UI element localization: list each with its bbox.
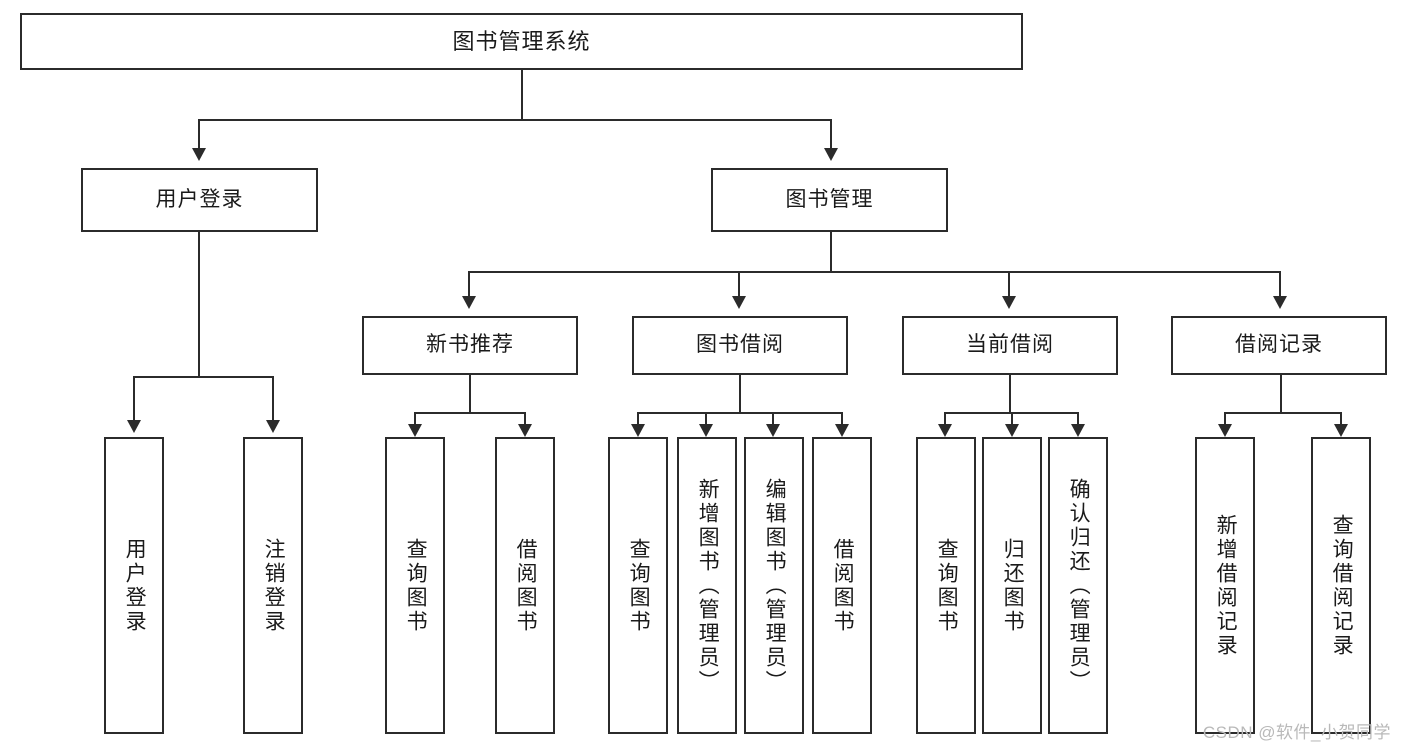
arrow-newbook-to-leaf1 [408, 424, 422, 437]
connector-bookmgmt-to-current [1008, 271, 1010, 297]
connector-root-to-login [198, 119, 200, 149]
connector-bookmgmt-to-borrow [738, 271, 740, 297]
arrow-bookborrow-to-leaf4 [835, 424, 849, 437]
leaf-borrow-borrow-book[interactable]: 借阅图书 [812, 437, 872, 734]
arrow-bookborrow-to-leaf1 [631, 424, 645, 437]
connector-currentborrow-to-leaf1 [944, 412, 946, 425]
leaf-record-query-record[interactable]: 查询借阅记录 [1311, 437, 1371, 734]
leaf-record-add-record[interactable]: 新增借阅记录 [1195, 437, 1255, 734]
arrow-currentborrow-to-leaf3 [1071, 424, 1085, 437]
node-label: 查询图书 [404, 537, 428, 634]
connector-borrowrecord-bus [1224, 412, 1341, 414]
node-label: 查询图书 [627, 537, 651, 634]
node-label: 当前借阅 [966, 333, 1054, 357]
connector-currentborrow-stem [1009, 375, 1011, 413]
leaf-logout[interactable]: 注销登录 [243, 437, 303, 734]
node-label: 归还图书 [1001, 537, 1025, 634]
node-label: 图书借阅 [696, 333, 784, 357]
arrow-bookmgmt-to-current [1002, 296, 1016, 309]
node-label: 借阅图书 [514, 537, 538, 634]
connector-bookborrow-stem [739, 375, 741, 413]
node-label: 编辑图书（管理员） [763, 477, 787, 694]
arrow-bookmgmt-to-new [462, 296, 476, 309]
leaf-user-login[interactable]: 用户登录 [104, 437, 164, 734]
connector-borrowrecord-to-leaf2 [1340, 412, 1342, 425]
node-root-system[interactable]: 图书管理系统 [20, 13, 1023, 70]
node-label: 确认归还（管理员） [1067, 477, 1091, 694]
connector-bookborrow-to-leaf1 [637, 412, 639, 425]
connector-bookborrow-bus [637, 412, 842, 414]
connector-currentborrow-to-leaf2 [1011, 412, 1013, 425]
arrow-login-to-leaf1 [127, 420, 141, 433]
node-label: 新增图书（管理员） [696, 477, 720, 694]
arrow-borrowrecord-to-leaf2 [1334, 424, 1348, 437]
node-label: 图书管理系统 [452, 28, 591, 54]
leaf-borrow-query-book[interactable]: 查询图书 [608, 437, 668, 734]
connector-login-to-leaf2 [272, 376, 274, 421]
arrow-borrowrecord-to-leaf1 [1218, 424, 1232, 437]
connector-bookmgmt-stem [830, 232, 832, 272]
arrow-login-to-leaf2 [266, 420, 280, 433]
arrow-newbook-to-leaf2 [518, 424, 532, 437]
leaf-borrow-add-book-admin[interactable]: 新增图书（管理员） [677, 437, 737, 734]
leaf-newbook-borrow-book[interactable]: 借阅图书 [495, 437, 555, 734]
node-book-borrow[interactable]: 图书借阅 [632, 316, 848, 375]
node-label: 新书推荐 [426, 333, 514, 357]
connector-currentborrow-to-leaf3 [1077, 412, 1079, 425]
connector-root-bus [198, 119, 832, 121]
node-label: 查询借阅记录 [1330, 513, 1354, 658]
connector-newbook-to-leaf2 [524, 412, 526, 425]
connector-bookmgmt-to-new [468, 271, 470, 297]
node-label: 新增借阅记录 [1214, 513, 1238, 658]
connector-newbook-to-leaf1 [414, 412, 416, 425]
connector-bookborrow-to-leaf4 [841, 412, 843, 425]
leaf-current-query-book[interactable]: 查询图书 [916, 437, 976, 734]
arrow-bookmgmt-to-record [1273, 296, 1287, 309]
arrow-currentborrow-to-leaf2 [1005, 424, 1019, 437]
connector-root-to-bookmgmt [830, 119, 832, 149]
node-borrow-record[interactable]: 借阅记录 [1171, 316, 1387, 375]
connector-login-stem [198, 232, 200, 377]
node-user-login[interactable]: 用户登录 [81, 168, 318, 232]
arrow-bookborrow-to-leaf2 [699, 424, 713, 437]
watermark-text: CSDN @软件_小贺同学 [1202, 723, 1391, 742]
connector-login-bus [133, 376, 272, 378]
leaf-current-return-book[interactable]: 归还图书 [982, 437, 1042, 734]
connector-newbook-stem [469, 375, 471, 413]
connector-borrowrecord-stem [1280, 375, 1282, 413]
node-label: 注销登录 [262, 537, 286, 634]
connector-bookborrow-to-leaf2 [705, 412, 707, 425]
node-label: 借阅记录 [1235, 333, 1323, 357]
connector-newbook-bus [414, 412, 525, 414]
arrow-currentborrow-to-leaf1 [938, 424, 952, 437]
node-new-book-recommend[interactable]: 新书推荐 [362, 316, 578, 375]
node-label: 用户登录 [123, 537, 147, 634]
leaf-borrow-edit-book-admin[interactable]: 编辑图书（管理员） [744, 437, 804, 734]
arrow-root-to-bookmgmt [824, 148, 838, 161]
node-current-borrow[interactable]: 当前借阅 [902, 316, 1118, 375]
connector-root-stem [521, 70, 523, 120]
arrow-bookmgmt-to-borrow [732, 296, 746, 309]
arrow-bookborrow-to-leaf3 [766, 424, 780, 437]
leaf-current-confirm-return-admin[interactable]: 确认归还（管理员） [1048, 437, 1108, 734]
node-label: 查询图书 [935, 537, 959, 634]
node-label: 图书管理 [785, 187, 874, 211]
connector-bookmgmt-to-record [1279, 271, 1281, 297]
leaf-newbook-query-book[interactable]: 查询图书 [385, 437, 445, 734]
connector-bookborrow-to-leaf3 [772, 412, 774, 425]
connector-bookmgmt-bus [468, 271, 1280, 273]
node-label: 用户登录 [155, 187, 244, 211]
arrow-root-to-login [192, 148, 206, 161]
node-book-management[interactable]: 图书管理 [711, 168, 948, 232]
connector-borrowrecord-to-leaf1 [1224, 412, 1226, 425]
node-label: 借阅图书 [831, 537, 855, 634]
connector-login-to-leaf1 [133, 376, 135, 421]
